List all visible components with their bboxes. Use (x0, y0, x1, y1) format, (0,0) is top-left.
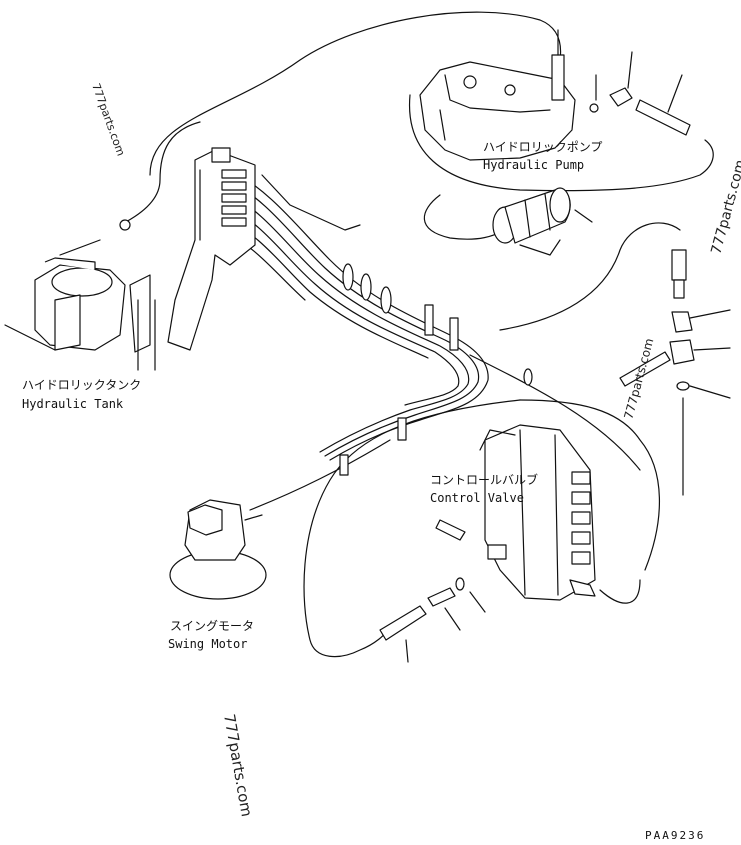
frame-fittings (221, 169, 247, 227)
frame-fitting (211, 147, 231, 163)
hose-tank-return (119, 121, 201, 226)
label-tank-jp: ハイドロリックタンク (22, 378, 141, 392)
pump-fittings (589, 51, 691, 136)
right-fittings (619, 249, 731, 399)
hose-to-valve (469, 354, 641, 471)
label-swing-en: Swing Motor (168, 637, 247, 651)
control-valve (479, 424, 596, 601)
label-tank-en: Hydraulic Tank (22, 397, 124, 411)
label-swing-jp: スイングモータ (170, 619, 254, 633)
watermark-4: 777parts.com (220, 713, 256, 819)
label-valve-jp: コントロールバルブ (430, 472, 538, 487)
o-ring-2 (676, 381, 690, 391)
hose-right-down (499, 222, 681, 331)
hose-end-lower (379, 605, 427, 641)
line-filter (492, 187, 593, 256)
hose-pump-right (408, 94, 714, 192)
hose-clamp-2 (360, 273, 372, 301)
hydraulic-pump (419, 29, 576, 161)
hose-filter-in (423, 194, 501, 240)
hose-clamp-6 (397, 417, 407, 441)
valve-fittings (379, 519, 486, 663)
mounting-frame (167, 147, 361, 351)
hydraulic-tank (4, 219, 156, 371)
hose-fitting-left (619, 351, 671, 387)
adapter (671, 311, 693, 333)
hose-end (671, 249, 687, 281)
valve-spools (571, 471, 591, 565)
hose-bundle (219, 169, 533, 476)
hose-valve-outlet (599, 579, 641, 604)
hose-clamp-5 (449, 317, 459, 351)
hose-clamp-4 (424, 304, 434, 336)
label-valve-en: Control Valve (430, 491, 524, 505)
label-pump-en: Hydraulic Pump (483, 158, 584, 172)
o-ring-3 (455, 577, 465, 591)
hose-top-loop (149, 11, 562, 176)
watermark-1: 777parts.com (89, 82, 127, 158)
tank-fitting (119, 219, 131, 231)
labels: ハイドロリックポンプ Hydraulic Pump ハイドロリックタンク Hyd… (22, 140, 705, 842)
hose-clamp-7 (339, 454, 349, 476)
hose-clamp-8 (523, 368, 533, 386)
watermarks: 777parts.com 777parts.com 777parts.com 7… (89, 82, 741, 819)
watermark-2: 777parts.com (708, 158, 741, 256)
o-ring-1 (589, 103, 599, 113)
hose-fitting-right (635, 99, 691, 136)
hose-valve-return (519, 399, 660, 571)
pump-fitting-top (551, 54, 565, 101)
elbow-fitting (609, 87, 633, 107)
hose-clamp-1 (342, 263, 354, 291)
drawing-code: PAA9236 (645, 829, 705, 842)
hose-swing-motor (249, 439, 391, 511)
hose-clamp-3 (380, 286, 392, 314)
swing-motor (169, 499, 267, 600)
frame-bracket (167, 149, 256, 351)
label-pump-jp: ハイドロリックポンプ (483, 140, 602, 154)
tee-fitting (669, 339, 695, 365)
connector (427, 587, 456, 607)
valve-hose-fitting (435, 519, 466, 541)
